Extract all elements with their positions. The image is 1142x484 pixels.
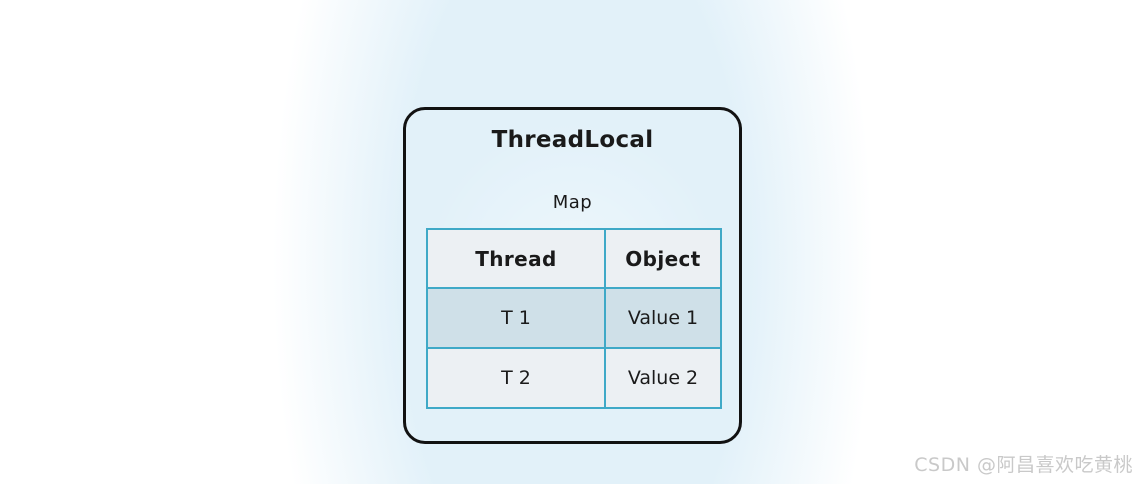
threadlocal-map-table: Thread Object T 1 Value 1 T 2 Value 2 — [426, 228, 722, 409]
cell-object-value1: Value 1 — [604, 287, 722, 349]
table-header-object: Object — [604, 228, 722, 289]
csdn-watermark: CSDN @阿昌喜欢吃黄桃 — [914, 454, 1133, 476]
table-row: T 2 Value 2 — [426, 347, 722, 409]
cell-object-value2: Value 2 — [604, 347, 722, 409]
cell-thread-t2: T 2 — [426, 347, 606, 409]
threadlocal-title: ThreadLocal — [491, 127, 654, 153]
table-header-thread: Thread — [426, 228, 606, 289]
cell-thread-t1: T 1 — [426, 287, 606, 349]
table-row: T 1 Value 1 — [426, 287, 722, 349]
map-label: Map — [552, 192, 593, 213]
table-header-row: Thread Object — [426, 228, 722, 289]
threadlocal-box: ThreadLocal Map Thread Object T 1 Value … — [403, 107, 742, 444]
